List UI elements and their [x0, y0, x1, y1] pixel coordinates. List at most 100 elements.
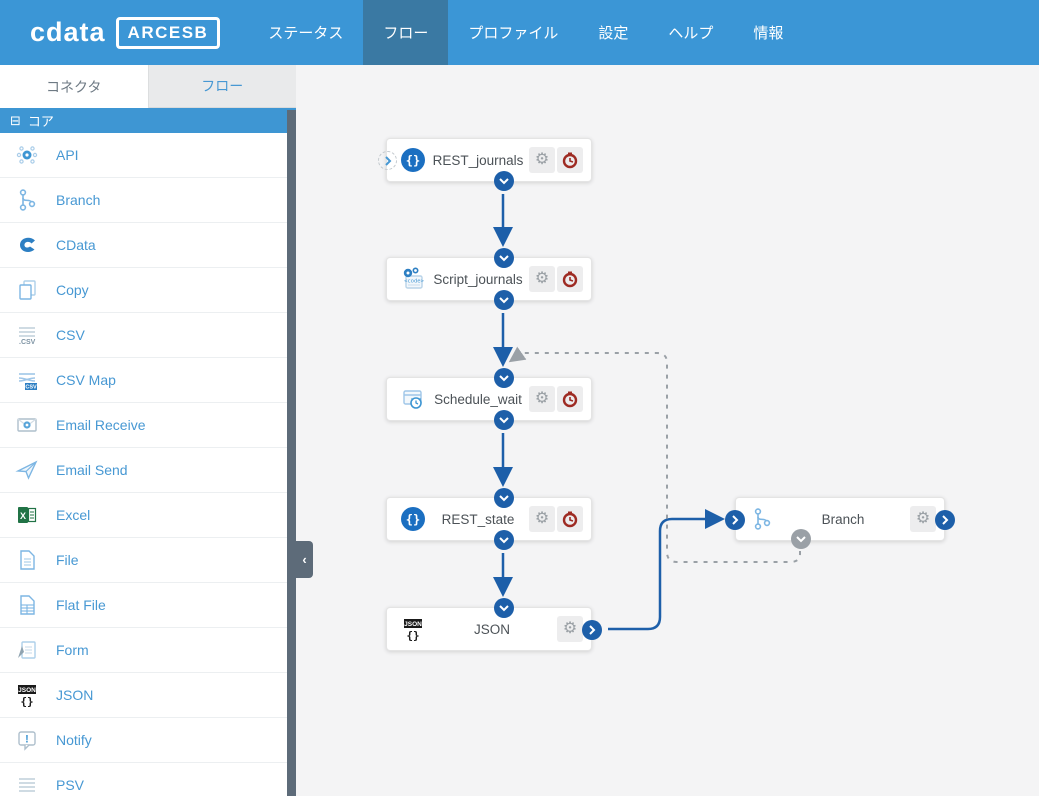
connector-item-copy[interactable]: Copy	[0, 268, 287, 313]
tab-connectors[interactable]: コネクタ	[0, 65, 149, 108]
node-settings-button[interactable]: ⚙	[529, 266, 555, 292]
alarm-clock-icon	[562, 511, 578, 528]
connector-label: CSV Map	[56, 372, 116, 388]
connector-label: Email Send	[56, 462, 128, 478]
gear-icon: ⚙	[915, 510, 931, 527]
output-port[interactable]	[935, 510, 955, 530]
connector-group-core[interactable]: ⊟ コア	[0, 108, 296, 133]
svg-text:.CSV: .CSV	[19, 339, 36, 346]
json-icon: JSON{}	[14, 682, 40, 708]
secondary-output-port[interactable]	[791, 529, 811, 549]
sidebar-collapse-handle[interactable]: ‹	[296, 541, 313, 578]
sidebar-scrollbar[interactable]	[287, 110, 296, 796]
api-icon	[14, 142, 40, 168]
svg-text:{}: {}	[406, 154, 420, 168]
nav-item-about[interactable]: 情報	[753, 25, 784, 42]
input-port[interactable]	[494, 248, 514, 268]
flow-node-script-journals[interactable]: <code> Script_journals ⚙	[386, 248, 592, 310]
alarm-clock-icon	[562, 152, 578, 169]
chevron-down-icon	[499, 537, 509, 544]
connector-item-branch[interactable]: Branch	[0, 178, 287, 223]
output-port[interactable]	[494, 410, 514, 430]
connector-item-email-receive[interactable]: Email Receive	[0, 403, 287, 448]
connector-item-notify[interactable]: ! Notify	[0, 718, 287, 763]
email-send-icon	[14, 457, 40, 483]
flow-canvas[interactable]: {} REST_journals ⚙ <code> Script_journal…	[296, 65, 1039, 796]
connector-label: Form	[56, 642, 89, 658]
flow-node-branch[interactable]: Branch ⚙	[725, 497, 955, 549]
rest-icon: {}	[399, 147, 427, 173]
connector-item-psv[interactable]: PSV	[0, 763, 287, 796]
node-schedule-button[interactable]	[557, 506, 583, 532]
input-port[interactable]	[494, 598, 514, 618]
input-port[interactable]	[494, 488, 514, 508]
chevron-right-icon	[589, 625, 596, 635]
nav-item-flows[interactable]: フロー	[363, 0, 449, 65]
connector-label: CSV	[56, 327, 85, 343]
cdata-icon	[14, 232, 40, 258]
nav-item-profiles[interactable]: プロファイル	[468, 25, 559, 42]
node-settings-button[interactable]: ⚙	[529, 506, 555, 532]
nav-item-settings[interactable]: 設定	[598, 25, 629, 42]
node-settings-button[interactable]: ⚙	[557, 616, 583, 642]
alarm-clock-icon	[562, 271, 578, 288]
nav-item-status[interactable]: ステータス	[268, 25, 344, 42]
node-settings-button[interactable]: ⚙	[910, 506, 936, 532]
connector-item-api[interactable]: API	[0, 133, 287, 178]
flow-node-json[interactable]: JSON{} JSON ⚙	[386, 598, 602, 651]
gear-icon: ⚙	[562, 620, 578, 637]
json-icon: JSON{}	[399, 616, 427, 642]
connector-label: Copy	[56, 282, 89, 298]
chevron-down-icon	[499, 605, 509, 612]
svg-text:CSV: CSV	[25, 385, 37, 391]
node-schedule-button[interactable]	[557, 266, 583, 292]
connector-label: Excel	[56, 507, 91, 523]
flow-node-schedule-wait[interactable]: Schedule_wait ⚙	[386, 368, 592, 430]
svg-text:{}: {}	[20, 695, 33, 707]
connector-item-form[interactable]: Form	[0, 628, 287, 673]
node-schedule-button[interactable]	[557, 147, 583, 173]
node-schedule-button[interactable]	[557, 386, 583, 412]
connector-item-cdata[interactable]: CData	[0, 223, 287, 268]
sidebar: コネクタ フロー ⊟ コア API Branch CData Copy .CSV…	[0, 65, 296, 796]
connector-label: PSV	[56, 777, 85, 793]
connector-item-json[interactable]: JSON{} JSON	[0, 673, 287, 718]
gear-icon: ⚙	[534, 390, 550, 407]
connector-item-csv-map[interactable]: CSV CSV Map	[0, 358, 287, 403]
group-label: コア	[27, 114, 54, 129]
output-port[interactable]	[494, 530, 514, 550]
flow-node-rest-state[interactable]: {} REST_state ⚙	[386, 488, 592, 550]
form-icon	[14, 637, 40, 663]
output-port[interactable]	[494, 290, 514, 310]
connector-label: Email Receive	[56, 417, 146, 433]
minus-square-icon: ⊟	[10, 113, 21, 128]
node-label: Branch	[821, 511, 865, 527]
connector-list: API Branch CData Copy .CSV CSV CSV CSV M…	[0, 133, 287, 796]
connector-item-excel[interactable]: X Excel	[0, 493, 287, 538]
connector-item-file[interactable]: File	[0, 538, 287, 583]
gear-icon: ⚙	[534, 270, 550, 287]
connector-item-email-send[interactable]: Email Send	[0, 448, 287, 493]
excel-icon: X	[14, 502, 40, 528]
chevron-down-icon	[499, 495, 509, 502]
flat-file-icon	[14, 592, 40, 618]
output-port[interactable]	[494, 171, 514, 191]
connector-item-csv[interactable]: .CSV CSV	[0, 313, 287, 358]
chevron-right-icon	[942, 515, 949, 525]
node-label: JSON	[473, 621, 510, 637]
tab-flows[interactable]: フロー	[148, 65, 296, 108]
flow-node-rest-journals[interactable]: {} REST_journals ⚙	[378, 138, 592, 191]
nav-item-help[interactable]: ヘルプ	[668, 25, 714, 42]
output-port[interactable]	[582, 620, 602, 640]
connector-item-flat-file[interactable]: Flat File	[0, 583, 287, 628]
input-port[interactable]	[725, 510, 745, 530]
input-port[interactable]	[494, 368, 514, 388]
ghost-input-port[interactable]	[378, 151, 397, 170]
gear-icon: ⚙	[534, 510, 550, 527]
notify-icon: !	[14, 727, 40, 753]
svg-text:<code>: <code>	[404, 279, 425, 285]
node-settings-button[interactable]: ⚙	[529, 386, 555, 412]
brand[interactable]: cdata ARCESB	[0, 0, 221, 65]
node-settings-button[interactable]: ⚙	[529, 147, 555, 173]
chevron-down-icon	[499, 297, 509, 304]
